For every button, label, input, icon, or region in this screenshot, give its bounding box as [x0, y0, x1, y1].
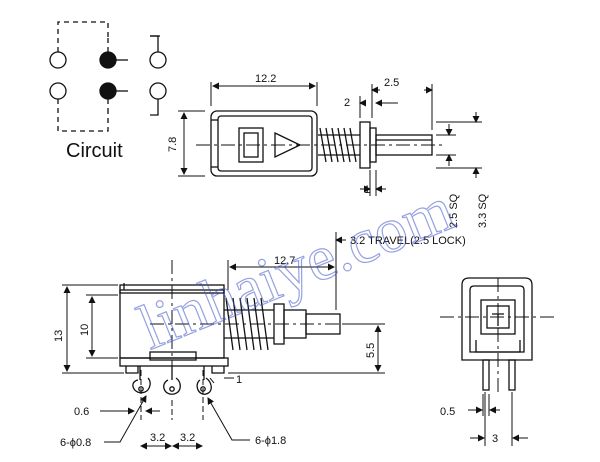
top-body-inner	[217, 115, 313, 172]
dim-side-height-inner: 10	[79, 324, 91, 336]
dim-side-height-outer: 13	[53, 330, 65, 342]
end-pin	[508, 359, 516, 391]
dim-pin-hole: 6-ϕ0.8	[60, 437, 91, 449]
dim-top-height: 7.8	[167, 137, 179, 152]
dim-top-gap: 1	[364, 184, 370, 196]
watermark: linhaiye.com	[129, 173, 464, 363]
circuit-terminal-open	[49, 82, 67, 100]
dim-side-gap: 1	[236, 374, 242, 386]
side-pin	[196, 377, 212, 395]
dim-pin-pitch-a: 3.2	[150, 432, 165, 444]
dim-top-sq-a: 2.5 SQ	[448, 193, 460, 228]
circuit-terminal-open	[149, 51, 167, 69]
top-view	[178, 82, 482, 196]
top-body-outline	[210, 110, 318, 177]
side-view	[62, 232, 385, 450]
end-pin	[482, 359, 490, 391]
dim-travel: 3.2 TRAVEL(2.5 LOCK)	[350, 235, 466, 247]
circuit-symbol	[49, 21, 167, 132]
dim-pad-dia: 6-ϕ1.8	[255, 435, 286, 447]
dim-top-sq-b: 3.3 SQ	[477, 193, 489, 228]
circuit-terminal-open	[149, 82, 167, 100]
dim-end-offset: 0.5	[440, 406, 455, 418]
dim-side-plunger: 5.5	[365, 343, 377, 358]
dim-side-length: 12.7	[274, 255, 295, 267]
dim-pin-pitch-b: 3.2	[180, 432, 195, 444]
end-body	[461, 277, 533, 361]
dim-top-pitch-b: 2	[344, 97, 350, 109]
circuit-terminal-common	[99, 51, 117, 69]
dim-top-pitch-a: 2.5	[384, 77, 399, 89]
side-pin	[132, 377, 151, 394]
circuit-terminal-open	[49, 51, 67, 69]
side-pin	[163, 377, 181, 395]
end-view	[440, 277, 555, 446]
dim-top-length: 12.2	[255, 73, 276, 85]
circuit-label: Circuit	[66, 140, 123, 162]
dim-side-offset: 0.6	[74, 406, 89, 418]
circuit-terminal-common	[99, 82, 117, 100]
dim-end-width: 3	[492, 433, 498, 445]
